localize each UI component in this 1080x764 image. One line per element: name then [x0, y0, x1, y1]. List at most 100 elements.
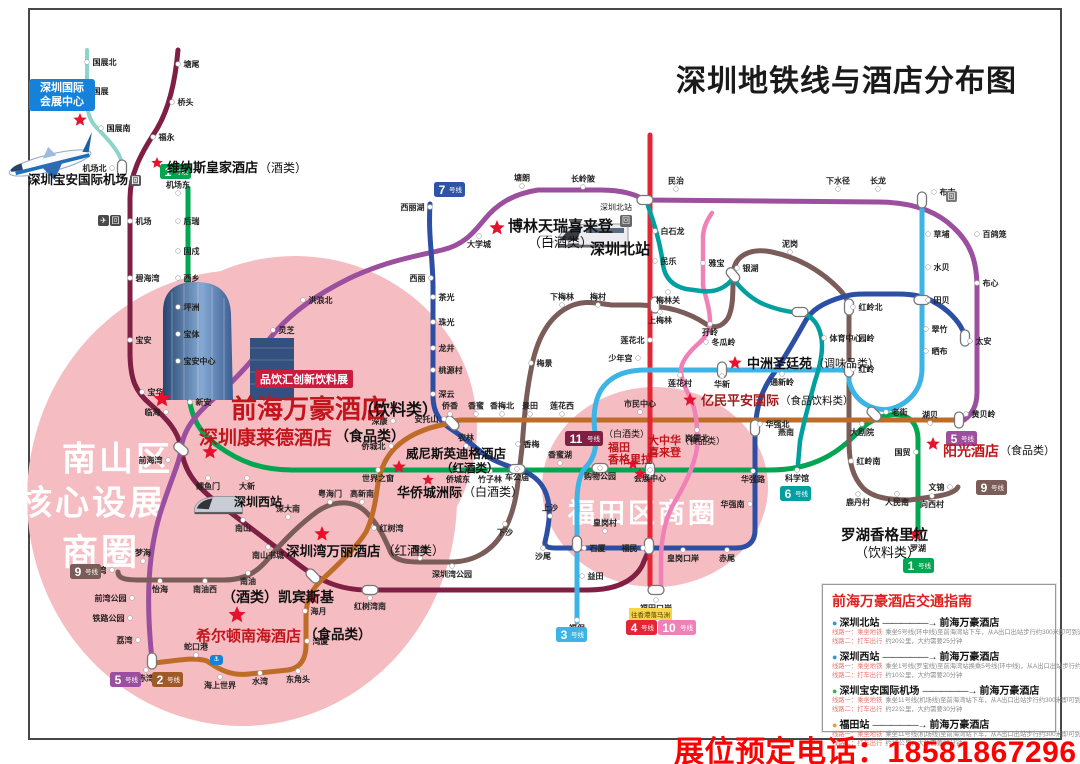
station-label: 固戍	[184, 246, 200, 256]
line-badge-number: 5	[115, 673, 122, 687]
guide-route-row: 线路二：打车出行约15公里，大约需要25分钟	[832, 740, 1046, 749]
station-dot	[245, 570, 251, 576]
station-dot	[750, 468, 756, 474]
line-badge-suffix: 号线	[167, 675, 181, 684]
station-label: 长岭陂	[571, 174, 596, 184]
station-label: 石厦	[589, 543, 607, 553]
station-dot	[967, 338, 973, 344]
station-label: 荔湾	[116, 635, 133, 645]
station-dot	[540, 545, 546, 551]
line-badge-bg	[434, 182, 465, 197]
hotel-label: （饮料类）	[358, 400, 438, 419]
page-title: 深圳地铁线与酒店分布图	[676, 65, 1017, 98]
booking-phone-banner: 展位预定电话：18581867296	[674, 727, 1077, 764]
station-label: 深圳湾公园	[432, 569, 472, 579]
station-label: 科学馆	[785, 473, 809, 483]
line-badge-suffix: 号线	[641, 623, 655, 632]
hotel-label: （酒类）凯宾斯基	[222, 589, 335, 605]
station-dot	[476, 233, 482, 239]
line-badge-number: 4	[631, 621, 638, 635]
station-dot	[931, 189, 937, 195]
station-dot	[724, 547, 730, 553]
rail-icon: 回	[620, 215, 632, 227]
line-badge-bg	[658, 620, 696, 635]
station-dot	[139, 389, 145, 395]
hotel-annotation: 博林天瑞喜来登（白酒类）	[489, 217, 614, 250]
line-badge-bg	[565, 431, 603, 446]
station-label: 红岭南	[857, 456, 881, 466]
west-station-train-icon	[194, 496, 243, 515]
station-label: 文锦	[929, 482, 945, 492]
interchange-station	[725, 267, 741, 283]
guide-route-label: 线路二：打车出行	[832, 637, 883, 645]
station-label: 机场北	[83, 163, 107, 173]
station-label: 深康	[372, 416, 389, 426]
station-dot	[270, 327, 276, 333]
station-label: 黄贝岭	[972, 409, 996, 419]
station-label: 龙井	[438, 343, 455, 353]
guide-entry-dot: ●	[832, 618, 838, 628]
interchange-station	[571, 535, 583, 553]
station-dot	[787, 249, 793, 255]
station-dot	[367, 595, 373, 601]
hotel-annotation: 前海万豪酒店（饮料类）	[153, 390, 438, 424]
line-badge-bg	[903, 558, 934, 573]
hotel-star	[634, 468, 646, 479]
station-label: 深云	[439, 389, 455, 399]
guide-route-row: 线路二：打车出行约10公里，大约需要20分钟	[832, 672, 1046, 681]
guide-entry-destination: 前海万豪酒店	[979, 686, 1040, 697]
guide-route-desc: 乘坐5号线(环中线)至前海湾站下车，从A出口出站步行约300米即可到达	[885, 629, 1080, 636]
station-label: 景田	[522, 401, 538, 411]
station-dot	[747, 501, 753, 507]
station-dot	[265, 544, 271, 550]
station-label: 新安	[196, 397, 212, 407]
station-label: 莲花村	[668, 378, 692, 388]
station-label: 竹子林	[477, 474, 502, 484]
station-dot	[205, 475, 211, 481]
station-label: 侨城东	[445, 474, 470, 484]
station-label: 红岭	[859, 364, 875, 374]
station-dot	[848, 458, 854, 464]
station-dot	[175, 248, 181, 254]
guide-route-row: 线路二：打车出行约22公里，大约需要30分钟	[832, 706, 1046, 715]
hotel-label: 华侨城洲际	[397, 485, 462, 500]
zone-label: 南山区	[62, 441, 173, 479]
guide-entries: ●深圳北站—————→前海万豪酒店线路一：乘坐地铁乘坐5号线(环中线)至前海湾站…	[832, 614, 1080, 749]
hotel-star	[392, 460, 406, 473]
line-badge-number: 7	[439, 183, 446, 197]
hotel-label: 喜来登	[648, 445, 682, 459]
station-label: 湖贝	[922, 410, 938, 420]
station-label: 鹿丹村	[846, 497, 870, 507]
station-dot	[449, 563, 455, 569]
interchange-station	[305, 568, 321, 584]
guide-entry-header: ●深圳西站—————→前海万豪酒店	[832, 648, 1046, 663]
station-dot	[581, 545, 587, 551]
airport-label: 深圳宝安国际机场回	[28, 173, 142, 187]
station-dot	[84, 59, 90, 65]
station-dot	[175, 358, 181, 364]
station-label: 西丽	[410, 274, 426, 283]
station-dot	[502, 521, 508, 527]
guide-entry-from: 深圳北站	[839, 618, 880, 629]
station-dot	[647, 337, 653, 343]
station-dot	[602, 528, 608, 534]
line-badge-bg	[70, 564, 101, 579]
guide-entry-destination: 前海万豪酒店	[929, 720, 990, 731]
arrow-icon: —————→	[882, 652, 937, 663]
station-dot	[850, 335, 856, 341]
station-label: 园岭	[859, 333, 875, 343]
station-dot	[300, 297, 306, 303]
station-label: 晒布	[932, 346, 948, 356]
hotel-annotation: 亿民平安国际（食品饮料类）	[683, 393, 854, 408]
station-dot	[559, 302, 565, 308]
station-dot	[574, 617, 580, 623]
station-dot	[430, 294, 436, 300]
arrow-icon: —————→	[922, 686, 977, 697]
station-dot	[430, 367, 436, 373]
guide-route-desc: 约20公里，大约需要25分钟	[885, 637, 963, 645]
